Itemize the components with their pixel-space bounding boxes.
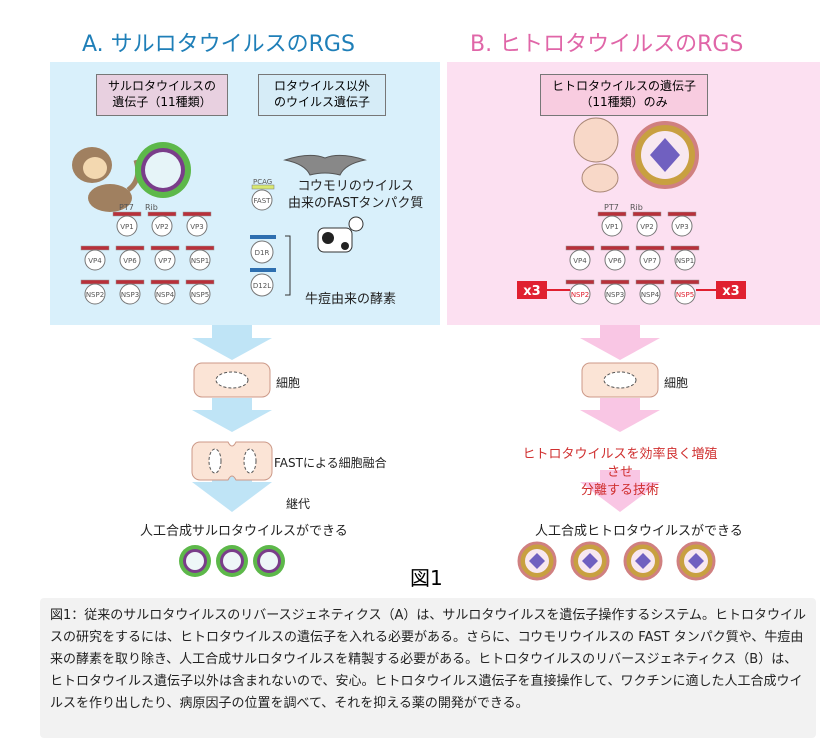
monkey-rotavirus — [216, 545, 248, 577]
fused-cell-a — [191, 441, 273, 481]
fast-construct: FAST PCAG — [251, 178, 275, 211]
panel-a-title: A. サルロタウイルスのRGS — [82, 32, 355, 57]
svg-text:D12L: D12L — [253, 282, 271, 290]
human-rotavirus — [517, 541, 557, 581]
human-rotavirus-illustration — [631, 121, 699, 189]
gene-nsp1: NSP1 — [185, 245, 215, 271]
cell-a — [193, 362, 271, 398]
gene-vp2: VP2 — [632, 211, 662, 237]
gene-vp3: VP3 — [182, 211, 212, 237]
gene-vp2: VP2 — [147, 211, 177, 237]
other-virus-genes-box: ロタウイルス以外 のウイルス遺伝子 — [258, 74, 386, 116]
svg-text:NSP1: NSP1 — [676, 257, 694, 265]
svg-text:VP6: VP6 — [123, 257, 137, 265]
svg-text:VP4: VP4 — [88, 257, 102, 265]
svg-text:VP4: VP4 — [573, 257, 587, 265]
human-rotavirus — [676, 541, 716, 581]
human-rotavirus — [623, 541, 663, 581]
cell-label-a: 細胞 — [276, 376, 301, 390]
bat-illustration — [283, 154, 367, 176]
rib-label: Rib — [145, 203, 158, 212]
gene-nsp5: NSP5 — [670, 279, 700, 305]
cow-enzyme-label: 牛痘由来の酵素 — [305, 292, 397, 307]
svg-text:NSP1: NSP1 — [191, 257, 209, 265]
result-label-b: 人工合成ヒトロタウイルスができる — [535, 524, 743, 539]
cell-b — [581, 362, 659, 398]
svg-text:NSP3: NSP3 — [121, 291, 139, 299]
monkey-illustration — [72, 147, 141, 212]
svg-text:NSP5: NSP5 — [676, 291, 694, 299]
flow-arrows-a — [192, 325, 272, 512]
technique-label: ヒトロタウイルスを効率良く増殖させ 分離する技術 — [522, 447, 718, 498]
svg-text:NSP3: NSP3 — [606, 291, 624, 299]
panel-b-title: B. ヒトロタウイルスのRGS — [470, 32, 744, 57]
gene-nsp3: NSP3 — [600, 279, 630, 305]
synthetic-monkey-rotaviruses — [179, 545, 285, 577]
svg-text:VP2: VP2 — [155, 223, 168, 231]
promoter-label: PT7 — [604, 203, 619, 212]
gene-nsp3: NSP3 — [115, 279, 145, 305]
gene-nsp2: NSP2 — [80, 279, 110, 305]
svg-text:FAST: FAST — [254, 197, 272, 205]
svg-text:PCAG: PCAG — [253, 178, 272, 186]
rib-label: Rib — [630, 203, 643, 212]
svg-text:NSP4: NSP4 — [156, 291, 175, 299]
gene-nsp4: NSP4 — [635, 279, 665, 305]
svg-text:NSP2: NSP2 — [86, 291, 104, 299]
enzyme-constructs: D1R D12L — [250, 235, 291, 297]
promoter-label: PT7 — [119, 203, 134, 212]
fusion-label: FASTによる細胞融合 — [274, 456, 387, 470]
gene-nsp1: NSP1 — [670, 245, 700, 271]
x3-markers: x3 x3 — [517, 281, 746, 299]
monkey-rotavirus — [179, 545, 211, 577]
svg-text:D1R: D1R — [255, 249, 270, 257]
bat-fast-label: コウモリのウイルス 由来のFASTタンパク質 — [288, 179, 424, 211]
svg-text:NSP5: NSP5 — [191, 291, 209, 299]
gene-vp7: VP7 — [635, 245, 665, 271]
monkey-rotavirus-illustration — [135, 142, 191, 198]
gene-nsp2: NSP2 — [565, 279, 595, 305]
svg-text:VP7: VP7 — [158, 257, 171, 265]
monkey-genes-box: サルロタウイルスの 遺伝子（11種類） — [96, 74, 228, 116]
gene-vp6: VP6 — [115, 245, 145, 271]
cell-label-b: 細胞 — [664, 376, 689, 390]
svg-text:VP7: VP7 — [643, 257, 656, 265]
result-label-a: 人工合成サルロタウイルスができる — [140, 524, 348, 539]
figure-caption: 図1：従来のサルロタウイルスのリバースジェネティクス（A）は、サルロタウイルスを… — [40, 598, 816, 738]
gene-vp4: VP4 — [565, 245, 595, 271]
svg-text:x3: x3 — [523, 284, 540, 299]
svg-text:VP1: VP1 — [120, 223, 133, 231]
flow-arrows-b — [580, 325, 660, 512]
svg-text:VP6: VP6 — [608, 257, 622, 265]
gene-vp1: VP1 — [597, 211, 627, 237]
svg-text:NSP2: NSP2 — [571, 291, 589, 299]
svg-text:VP1: VP1 — [605, 223, 618, 231]
gene-vp3: VP3 — [667, 211, 697, 237]
svg-text:VP3: VP3 — [190, 223, 203, 231]
svg-text:VP3: VP3 — [675, 223, 688, 231]
figure-label: 図1 — [410, 566, 443, 590]
gene-vp1: VP1 — [112, 211, 142, 237]
gene-vp6: VP6 — [600, 245, 630, 271]
baby-illustration — [573, 117, 619, 193]
svg-text:NSP4: NSP4 — [641, 291, 660, 299]
human-rotavirus — [570, 541, 610, 581]
gene-vp4: VP4 — [80, 245, 110, 271]
synthetic-human-rotaviruses — [517, 541, 716, 581]
gene-nsp4: NSP4 — [150, 279, 180, 305]
svg-text:VP2: VP2 — [640, 223, 653, 231]
monkey-rotavirus — [253, 545, 285, 577]
svg-text:x3: x3 — [722, 284, 739, 299]
gene-vp7: VP7 — [150, 245, 180, 271]
gene-nsp5: NSP5 — [185, 279, 215, 305]
human-genes-box: ヒトロタウイルスの遺伝子 （11種類）のみ — [540, 74, 708, 116]
cow-illustration — [317, 216, 364, 253]
passage-label: 継代 — [286, 497, 311, 511]
